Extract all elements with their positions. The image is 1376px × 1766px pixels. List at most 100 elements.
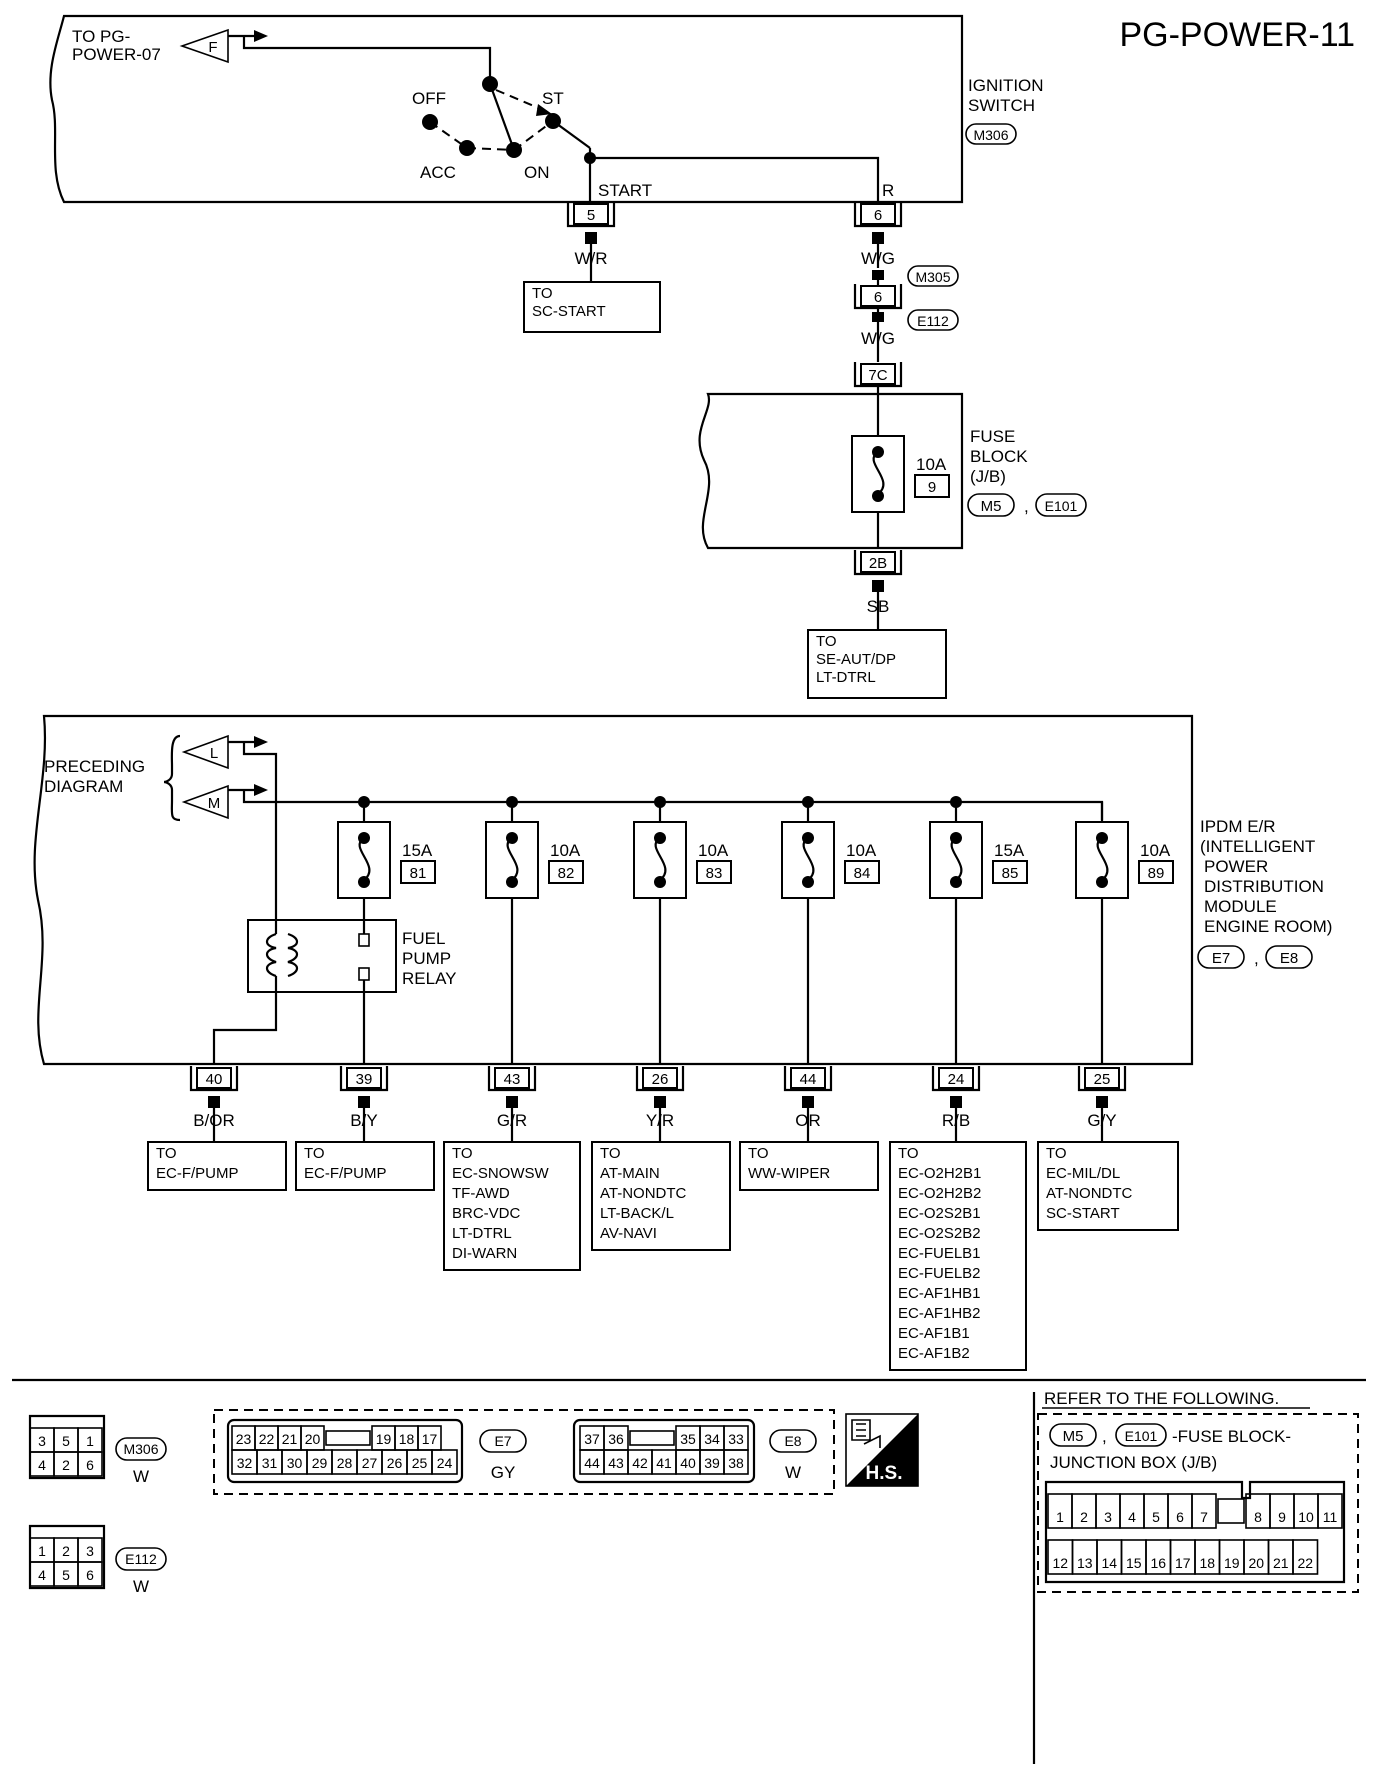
switch-pos-on: ON bbox=[524, 163, 550, 182]
svg-text:E101: E101 bbox=[1045, 498, 1078, 514]
svg-text:M306: M306 bbox=[973, 127, 1008, 143]
pin-number: 5 bbox=[62, 1433, 70, 1449]
dest-se-1: TO bbox=[816, 633, 837, 650]
ipdm-label-6: ENGINE ROOM) bbox=[1204, 917, 1332, 936]
pin-number: 3 bbox=[38, 1433, 46, 1449]
svg-text:F: F bbox=[208, 39, 217, 56]
to-pg-power-line-1: TO PG- bbox=[72, 27, 130, 46]
svg-text:E112: E112 bbox=[917, 313, 949, 329]
output-dest-line: TO bbox=[1046, 1145, 1067, 1162]
output-pin: 43 bbox=[504, 1071, 521, 1088]
pin-number: 21 bbox=[1273, 1555, 1289, 1571]
connector-ref-l-icon: L bbox=[181, 734, 229, 770]
output-dest-line: EC-SNOWSW bbox=[452, 1165, 550, 1182]
wire-sb: SB bbox=[867, 597, 890, 616]
pin-number: 4 bbox=[38, 1457, 46, 1473]
pin-number: 4 bbox=[38, 1567, 46, 1583]
page-title: PG-POWER-11 bbox=[1119, 16, 1355, 54]
output-dest-line: EC-O2H2B2 bbox=[898, 1185, 981, 1202]
fuse-block: 7C 10A 9 FUSE BLOCK (J/B) M5 , E101 2B S… bbox=[698, 362, 1087, 699]
output-wire: OR bbox=[795, 1111, 821, 1130]
fuse-block-in-pin: 7C bbox=[868, 367, 887, 384]
connector-color: W bbox=[785, 1463, 801, 1482]
ipdm-fuse-number: 81 bbox=[410, 865, 427, 882]
pin-number: 14 bbox=[1101, 1555, 1117, 1571]
pin-number: 6 bbox=[1176, 1509, 1184, 1525]
pin-number: 16 bbox=[1150, 1555, 1166, 1571]
relay-label-3: RELAY bbox=[402, 969, 457, 988]
reference-desc-1: -FUSE BLOCK- bbox=[1172, 1427, 1291, 1446]
pin-number: 35 bbox=[680, 1431, 696, 1447]
pin-number: 37 bbox=[584, 1431, 600, 1447]
output-wire: R/B bbox=[942, 1111, 970, 1130]
dest-se-2: SE-AUT/DP bbox=[816, 651, 896, 668]
pin-number: 3 bbox=[86, 1543, 94, 1559]
ipdm-outputs: 40B/ORTOEC-F/PUMP39B/YTOEC-F/PUMP43G/RTO… bbox=[147, 1066, 1179, 1371]
dest-sc-start-2: SC-START bbox=[532, 303, 606, 320]
harness-side-icon: H.S. bbox=[845, 1413, 919, 1487]
fuse-9-number: 9 bbox=[928, 479, 936, 496]
svg-text:M: M bbox=[208, 795, 221, 812]
fuse-block-out-pin: 2B bbox=[869, 555, 887, 572]
svg-text:E7: E7 bbox=[1212, 950, 1230, 967]
output-dest-line: AT-MAIN bbox=[600, 1165, 660, 1182]
output-dest-line: EC-AF1B1 bbox=[898, 1325, 970, 1342]
ipdm-output-43: 43G/RTOEC-SNOWSWTF-AWDBRC-VDCLT-DTRLDI-W… bbox=[443, 1066, 581, 1271]
ipdm-fuse-number: 85 bbox=[1002, 865, 1019, 882]
terminal-r-label: R bbox=[882, 181, 894, 200]
ipdm-label-2: (INTELLIGENT bbox=[1200, 837, 1315, 856]
pin-number: 20 bbox=[1248, 1555, 1264, 1571]
pin-number: 2 bbox=[1080, 1509, 1088, 1525]
output-pin: 39 bbox=[356, 1071, 373, 1088]
svg-text:E8: E8 bbox=[1280, 950, 1298, 967]
pin-number: 44 bbox=[584, 1455, 600, 1471]
pin-number: 2 bbox=[62, 1457, 70, 1473]
svg-text:L: L bbox=[210, 745, 218, 762]
output-dest-line: TO bbox=[898, 1145, 919, 1162]
switch-pos-off: OFF bbox=[412, 89, 446, 108]
connector-badge-m306: M306 bbox=[965, 123, 1017, 145]
switch-pos-st: ST bbox=[542, 89, 564, 108]
wire-w-g-1: W/G bbox=[861, 249, 895, 268]
output-dest-line: TF-AWD bbox=[452, 1185, 510, 1202]
connector-badge-e112: E112 bbox=[907, 309, 959, 331]
output-dest-line: EC-FUELB2 bbox=[898, 1265, 981, 1282]
ipdm-output-24: 24R/BTOEC-O2H2B1EC-O2H2B2EC-O2S2B1EC-O2S… bbox=[889, 1066, 1027, 1371]
ipdm-label-4: DISTRIBUTION bbox=[1204, 877, 1324, 896]
pin-number: 4 bbox=[1128, 1509, 1136, 1525]
output-pin: 24 bbox=[948, 1071, 965, 1088]
fuse-block-label-1: FUSE bbox=[970, 427, 1015, 446]
output-dest-line: DI-WARN bbox=[452, 1245, 517, 1262]
reference-desc-2: JUNCTION BOX (J/B) bbox=[1050, 1453, 1217, 1472]
ignition-switch-label-1: IGNITION bbox=[968, 76, 1044, 95]
ignition-switch: IGNITION SWITCH M306 TO PG- POWER-07 F bbox=[49, 14, 1044, 362]
output-pin: 25 bbox=[1094, 1071, 1111, 1088]
pin-number: 2 bbox=[62, 1543, 70, 1559]
connector-color: GY bbox=[491, 1463, 516, 1482]
output-dest-line: AT-NONDTC bbox=[600, 1185, 687, 1202]
connector-badge-e101-ref: E101 bbox=[1115, 1423, 1167, 1447]
pin-number: 28 bbox=[337, 1455, 353, 1471]
pin-number: 3 bbox=[1104, 1509, 1112, 1525]
wire-w-g-2: W/G bbox=[861, 329, 895, 348]
output-wire: B/OR bbox=[193, 1111, 235, 1130]
ipdm-fuse-rating: 10A bbox=[1140, 841, 1171, 860]
ipdm-sep: , bbox=[1254, 949, 1259, 968]
output-dest-line: AT-NONDTC bbox=[1046, 1185, 1133, 1202]
connector-badge-e101: E101 bbox=[1035, 493, 1087, 517]
output-dest-line: EC-AF1B2 bbox=[898, 1345, 970, 1362]
ipdm-fuse-rating: 10A bbox=[846, 841, 877, 860]
svg-text:M306: M306 bbox=[123, 1441, 158, 1457]
svg-text:E8: E8 bbox=[784, 1433, 801, 1449]
pin-number: 22 bbox=[259, 1431, 275, 1447]
output-pin: 26 bbox=[652, 1071, 669, 1088]
connector-badge-e7: E7 bbox=[1197, 945, 1245, 969]
